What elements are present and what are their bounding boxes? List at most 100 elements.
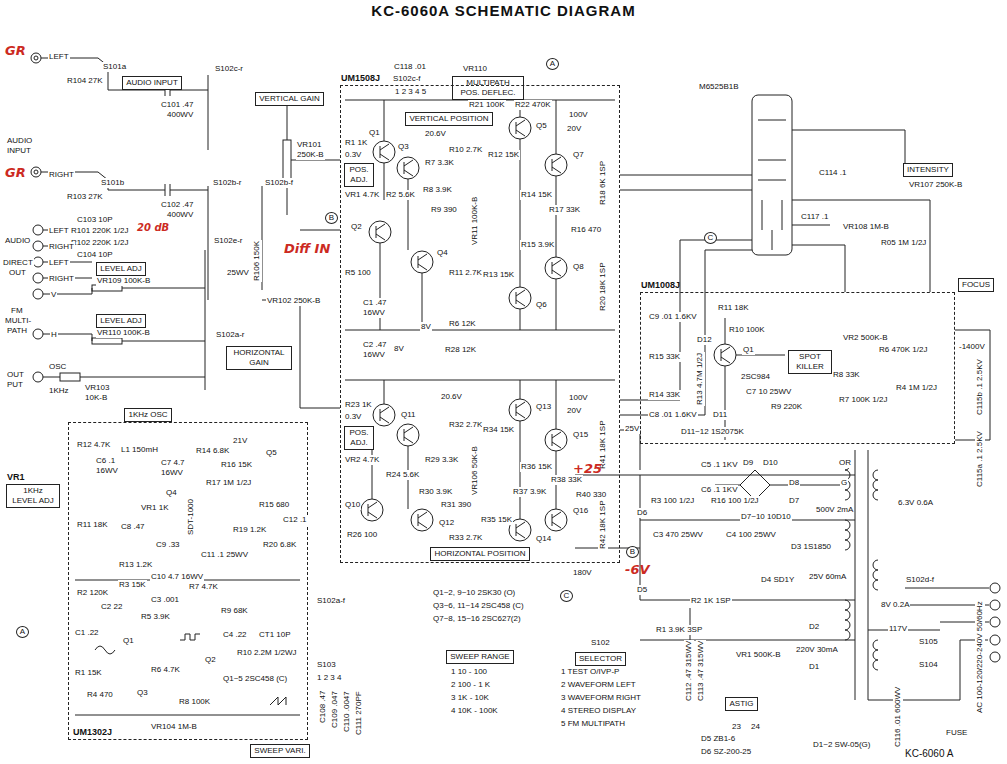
component-label: Q7 bbox=[572, 150, 585, 160]
component-label: C104 10P bbox=[76, 250, 114, 260]
component-label: R9 68K bbox=[220, 606, 249, 616]
component-label: C8 .47 bbox=[120, 522, 146, 532]
transistor-symbol bbox=[516, 522, 525, 538]
component-label: C103 10P bbox=[76, 215, 114, 225]
component-label: R31 390 bbox=[440, 500, 472, 510]
component-label: VR110 bbox=[462, 64, 488, 74]
jack-symbol bbox=[990, 617, 1000, 627]
transistor-symbol bbox=[516, 120, 525, 136]
box-text: SELECTOR bbox=[579, 654, 622, 664]
component-label: S101b bbox=[100, 178, 125, 188]
component-label: R5 3.9K bbox=[140, 612, 171, 622]
component-label: Q5 bbox=[535, 121, 548, 131]
module-name: UM1508J bbox=[341, 73, 380, 83]
label-box: POS. ADJ. bbox=[344, 163, 374, 187]
component-label: S104 bbox=[918, 660, 939, 670]
component-label: VR108 1M-B bbox=[842, 222, 890, 232]
component-label: 1 TEST O/IVP-P bbox=[560, 667, 620, 677]
box-text: HORIZONTAL GAIN bbox=[230, 348, 288, 368]
transistor-symbol bbox=[373, 404, 395, 426]
component-label: R10 100K bbox=[728, 325, 766, 335]
transistor-symbol bbox=[404, 427, 413, 443]
component-label: RIGHT bbox=[48, 170, 75, 180]
transistor-symbol bbox=[376, 224, 385, 240]
control-name: VR1 bbox=[7, 472, 25, 482]
component-label: D12 bbox=[696, 335, 713, 345]
component-label: OUT bbox=[8, 268, 27, 278]
component-label: LEFT bbox=[48, 52, 70, 62]
component-label: 1 2 3 4 5 bbox=[394, 87, 427, 97]
component-label: C7 10 25WV bbox=[745, 387, 792, 397]
component-label: Q3 bbox=[397, 142, 410, 152]
component-label: R6 4.7K bbox=[150, 665, 181, 675]
component-label: 2SC984 bbox=[740, 372, 771, 382]
box-text: SWEEP VARI. bbox=[254, 746, 305, 756]
component-label: C115b .1 2.5KV bbox=[975, 358, 985, 416]
transistor-symbol bbox=[404, 160, 413, 176]
component-label: R14 15K bbox=[520, 190, 553, 200]
component-label: Q1~5 2SC458 (C) bbox=[222, 674, 288, 684]
component-label: VR107 250K-B bbox=[908, 180, 963, 190]
component-label: C110 .0047 bbox=[342, 690, 352, 733]
component-label: R11 2.7K bbox=[448, 268, 483, 278]
component-label: R102 220K 1/2J bbox=[70, 238, 129, 248]
component-label: R29 3.3K bbox=[424, 455, 459, 465]
component-label: VR103 bbox=[84, 383, 110, 393]
component-label: C2 .47 bbox=[362, 340, 388, 350]
component-label: R7 3.3K bbox=[424, 158, 455, 168]
component-label: 20V bbox=[566, 124, 582, 134]
component-label: R20 6.8K bbox=[262, 540, 297, 550]
component-label: R15 33K bbox=[648, 352, 681, 362]
component-label: R26 100 bbox=[346, 530, 378, 540]
transistor-symbol bbox=[411, 251, 433, 273]
jack-symbol bbox=[34, 56, 38, 60]
component-label: 0.3V bbox=[344, 150, 362, 160]
label-box: HORIZONTAL POSITION bbox=[430, 547, 530, 561]
component-label: RIGHT bbox=[48, 274, 75, 284]
component-label: 10K-B bbox=[84, 393, 108, 403]
component-label: C101 .47 bbox=[160, 100, 194, 110]
component-label: R11 18K bbox=[717, 303, 750, 313]
component-label: C108 .47 bbox=[318, 690, 328, 724]
component-label: Q6 bbox=[535, 300, 548, 310]
wire bbox=[43, 230, 340, 408]
component-label: PATH bbox=[6, 326, 28, 336]
component-label: G bbox=[840, 478, 848, 488]
component-label: AUDIO bbox=[6, 136, 33, 146]
handwritten-note: Diff IN bbox=[283, 242, 331, 256]
component-label: Q3 bbox=[136, 688, 149, 698]
component-label: R24 5.6K bbox=[385, 470, 420, 480]
component-label: D6 bbox=[636, 508, 648, 518]
component-label: 25V 60mA bbox=[808, 572, 847, 582]
label-box: LEVEL ADJ bbox=[96, 314, 146, 328]
component-label: C112 .47 315WV bbox=[684, 640, 694, 702]
component-label: R6 12K bbox=[448, 319, 477, 329]
transistor-symbol bbox=[552, 157, 561, 173]
component-label: S102 bbox=[590, 638, 611, 648]
component-label: C6 .1 bbox=[95, 456, 116, 466]
component-label: H bbox=[50, 330, 58, 340]
component-label: LEFT bbox=[48, 226, 70, 236]
component-label: AUDIO bbox=[4, 236, 31, 246]
transistor-symbol bbox=[509, 117, 531, 139]
component-label: C3 .001 bbox=[150, 595, 180, 605]
component-label: 8V bbox=[420, 322, 432, 332]
label-box: POS. ADJ. bbox=[344, 426, 374, 450]
component-label: C111 270PF bbox=[354, 690, 364, 736]
box-text: MULTIPATH POS. DEFLEC. bbox=[456, 78, 520, 98]
component-label: Q5 bbox=[265, 448, 278, 458]
component-label: VR110 100K-B bbox=[96, 328, 151, 338]
component-label: S102a-r bbox=[215, 330, 245, 340]
handwritten-note: 20 dB bbox=[136, 222, 170, 234]
component-label: R05 1M 1/2J bbox=[880, 238, 927, 248]
component-label: S105 bbox=[918, 637, 939, 647]
component-label: C6 .1 1KV bbox=[700, 485, 738, 495]
circled-marker: B bbox=[626, 546, 639, 558]
box-text: LEVEL ADJ bbox=[100, 264, 142, 274]
component-label: VR11 100K-B bbox=[470, 196, 480, 246]
label-box: INTENSITY bbox=[903, 163, 953, 177]
transistor-symbol bbox=[714, 344, 736, 366]
component-label: C1 .22 bbox=[74, 628, 100, 638]
component-label: D7 bbox=[788, 496, 800, 506]
component-label: R40 330 bbox=[575, 490, 607, 500]
